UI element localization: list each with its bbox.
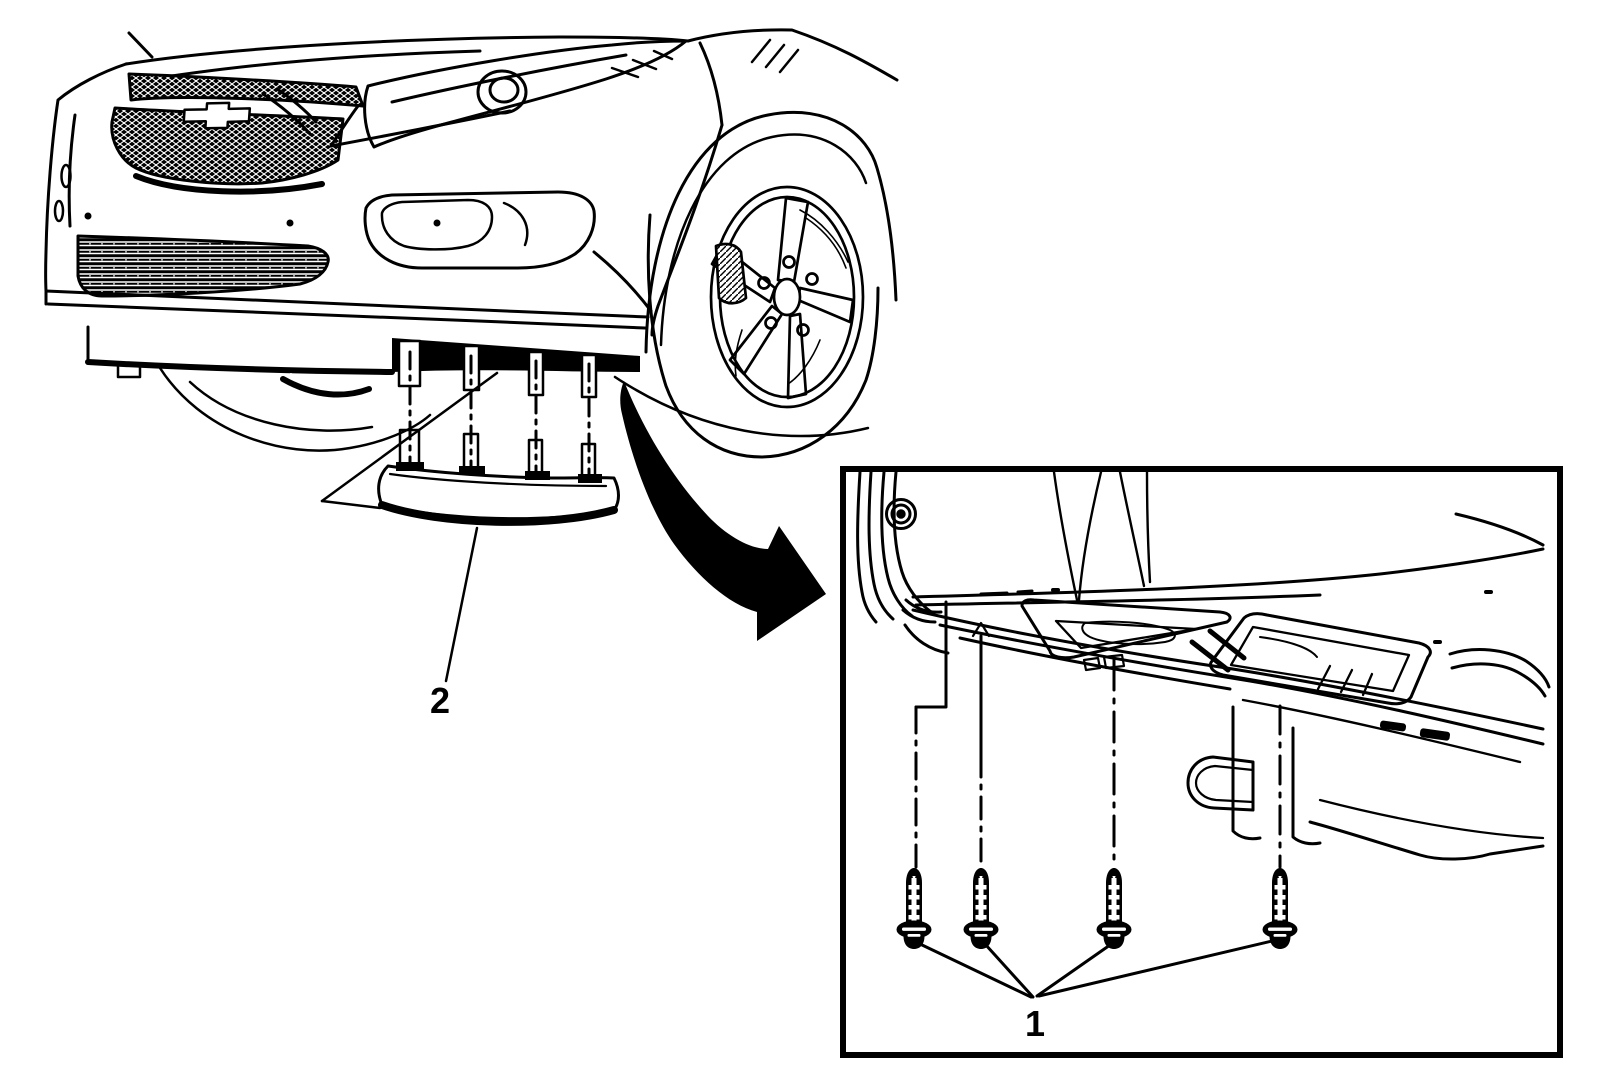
- screw-leader-lines: [914, 600, 1282, 869]
- beam-lower-edges: [911, 608, 1545, 861]
- grommet: [885, 498, 917, 530]
- bracket-channel: [1231, 705, 1322, 846]
- bumper-lower-beam: [44, 289, 650, 379]
- fascia-dots: [1051, 588, 1493, 644]
- brake-caliper: [714, 242, 748, 305]
- car-front-end: [44, 28, 899, 683]
- side-marker-lamps: [53, 163, 72, 223]
- beam-dashes: [1379, 720, 1451, 741]
- callout-2-leader: [444, 526, 479, 683]
- pointer-wedge-lines: [320, 371, 499, 510]
- callout-1-label: 1: [1025, 1003, 1045, 1044]
- callout-1-leaders: [918, 939, 1274, 999]
- parking-sensor-dots: [84, 212, 294, 227]
- grille-upper: [127, 72, 365, 108]
- inset-drawing: [856, 470, 1551, 999]
- underbody-shadow: [392, 338, 640, 372]
- inset-detail-box: 1: [840, 466, 1563, 1058]
- air-deflector: [377, 339, 620, 526]
- lower-intake-grille: [76, 234, 653, 313]
- fascia-bottom-edge: [911, 512, 1545, 607]
- deflector-projection-lines: [408, 350, 591, 486]
- wheel-opening: [659, 133, 868, 347]
- deflector-tray: [377, 462, 620, 526]
- lug-nuts: [757, 255, 819, 337]
- clip-tab: [1186, 755, 1255, 812]
- rim-shading: [734, 209, 849, 385]
- front-wheel: [613, 110, 898, 459]
- callout-2-label: 2: [430, 680, 450, 721]
- fender-arch: [644, 110, 898, 354]
- inset-border: [840, 466, 1563, 1058]
- detail-arrow: [620, 381, 826, 641]
- fog-lamp: [363, 190, 596, 270]
- far-tire-arcs: [158, 366, 432, 452]
- support-struts: [1052, 470, 1152, 602]
- wheel-rim: [709, 185, 865, 409]
- bowtie-emblem: [182, 101, 252, 130]
- headlamp: [261, 38, 800, 149]
- fascia-opening-right-partial: [1448, 648, 1551, 698]
- tire: [646, 213, 880, 459]
